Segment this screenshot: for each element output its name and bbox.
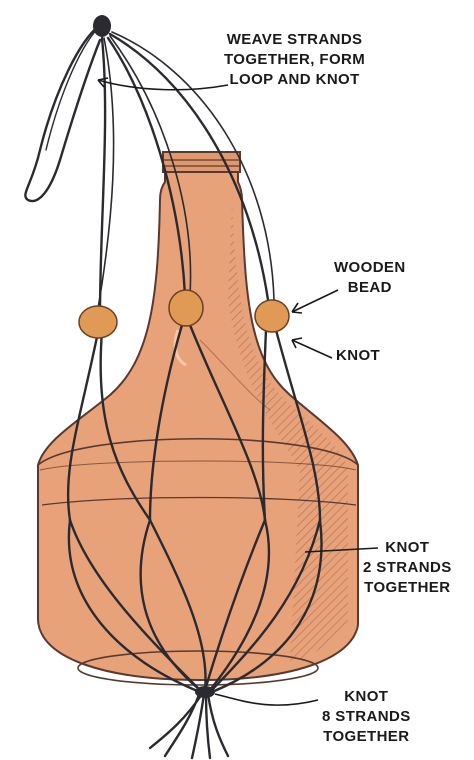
label-weave-strands: WEAVE STRANDS TOGETHER, FORM LOOP AND KN… — [224, 30, 365, 90]
label-bead-line1: WOODEN — [334, 258, 406, 278]
bottom-knot — [195, 686, 215, 698]
top-knot — [93, 15, 111, 37]
label-weave-line3: LOOP AND KNOT — [224, 70, 365, 90]
bead-middle — [169, 290, 203, 326]
bead-left — [79, 306, 117, 338]
label-knot2-line3: TOGETHER — [363, 578, 452, 598]
tassel — [150, 692, 228, 758]
label-knot8-line2: 8 STRANDS — [322, 707, 411, 727]
hanging-loop — [25, 25, 100, 201]
label-knot-2-strands: KNOT 2 STRANDS TOGETHER — [363, 538, 452, 598]
label-knot8-line3: TOGETHER — [322, 727, 411, 747]
bead-leader — [292, 290, 338, 312]
label-bead-line2: BEAD — [334, 278, 406, 298]
label-knot-8-strands: KNOT 8 STRANDS TOGETHER — [322, 687, 411, 747]
label-knot-line1: KNOT — [336, 346, 380, 366]
label-wooden-bead: WOODEN BEAD — [334, 258, 406, 298]
label-knot2-line1: KNOT — [363, 538, 452, 558]
knot8-leader — [215, 694, 318, 705]
weave-leader — [98, 80, 228, 90]
knot-leader — [292, 340, 332, 358]
label-knot: KNOT — [336, 346, 380, 366]
label-weave-line2: TOGETHER, FORM — [224, 50, 365, 70]
label-weave-line1: WEAVE STRANDS — [224, 30, 365, 50]
label-knot2-line2: 2 STRANDS — [363, 558, 452, 578]
label-knot8-line1: KNOT — [322, 687, 411, 707]
bead-right — [255, 300, 289, 332]
